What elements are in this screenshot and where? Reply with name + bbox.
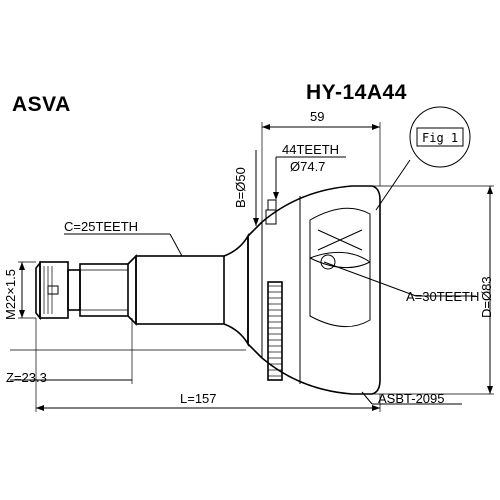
- dim-thread: M22×1.5: [3, 269, 18, 320]
- cotter-hole: [47, 285, 59, 295]
- ball-bearing: [320, 254, 336, 270]
- dim-abs-teeth: 44TEETH: [282, 142, 340, 157]
- dim-inner-spline: A=30TEETH: [406, 289, 480, 304]
- spline-section: [79, 263, 129, 317]
- dim-z: Z=23.3: [6, 370, 47, 385]
- outer-housing: [247, 185, 381, 395]
- dimension-lines: [10, 122, 494, 412]
- dim-outer-diameter: D=Ø83: [479, 276, 494, 318]
- dim-seal-diameter: B=Ø50: [233, 167, 248, 208]
- boot-kit-number: ASBT-2095: [378, 391, 445, 406]
- dim-shaft-spline: C=25TEETH: [64, 219, 139, 234]
- fig-callout-circle: [409, 106, 471, 168]
- stub-shaft: [35, 232, 249, 348]
- abs-ring: [267, 281, 283, 381]
- fig-label: Fig 1: [422, 131, 459, 145]
- dim-total-length: L=157: [180, 391, 217, 406]
- shaft-body: [135, 255, 225, 325]
- fig-label-box: [416, 127, 464, 147]
- shaft-neck: [67, 269, 81, 311]
- brand-name: ASVA: [12, 93, 71, 116]
- dim-59: 59: [310, 109, 325, 124]
- dim-abs-diameter: Ø74.7: [290, 159, 326, 174]
- part-number: HY-14A44: [306, 81, 407, 104]
